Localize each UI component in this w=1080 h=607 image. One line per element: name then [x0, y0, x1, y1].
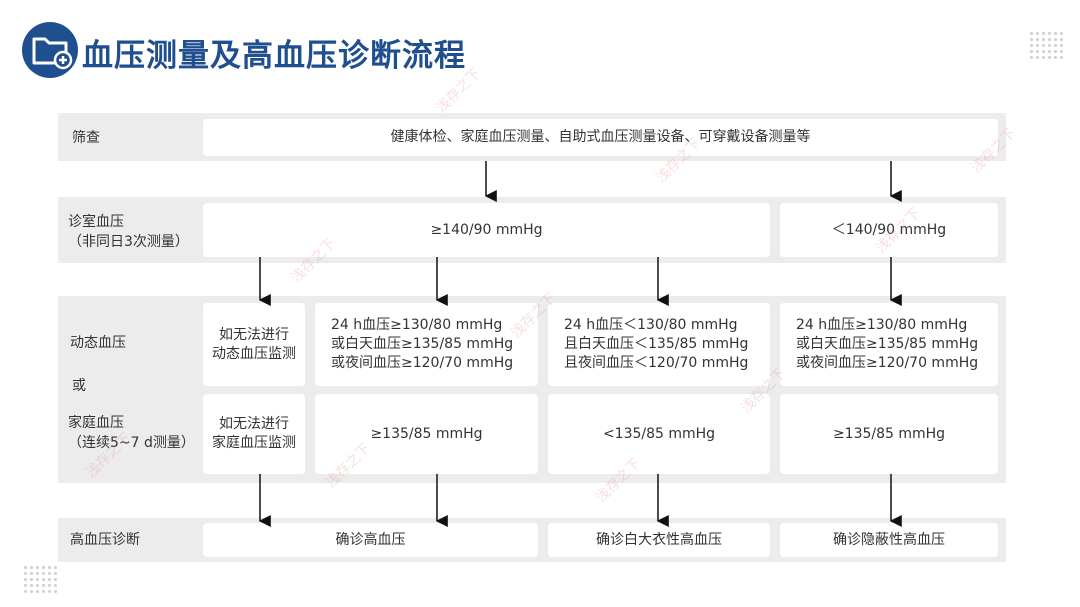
confirm-hypertension-box: 确诊高血压	[203, 523, 538, 557]
folder-add-icon	[22, 22, 78, 78]
home-bp-label: 家庭血压 （连续5~7 d测量）	[68, 415, 195, 451]
no-abpm-box: 如无法进行动态血压监测	[203, 303, 305, 386]
home-bp-high-box: ≥135/85 mmHg	[315, 394, 538, 474]
confirm-masked-box: 确诊隐蔽性高血压	[780, 523, 998, 557]
office-bp-high-box: ≥140/90 mmHg	[203, 203, 770, 257]
no-home-bp-box: 如无法进行家庭血压监测	[203, 394, 305, 474]
decorative-dots-bottom-left	[24, 566, 57, 593]
or-label: 或	[72, 378, 86, 394]
decorative-dots-top-right	[1030, 32, 1063, 59]
ambulatory-bp-label: 动态血压	[70, 335, 126, 351]
home-bp-masked-box: ≥135/85 mmHg	[780, 394, 998, 474]
home-bp-normal-box: <135/85 mmHg	[548, 394, 770, 474]
screening-label: 筛查	[72, 130, 100, 146]
office-bp-low-box: ＜140/90 mmHg	[780, 203, 998, 257]
diagnosis-label: 高血压诊断	[70, 532, 140, 548]
page-title: 血压测量及高血压诊断流程	[82, 38, 466, 74]
screening-methods-box: 健康体检、家庭血压测量、自助式血压测量设备、可穿戴设备测量等	[203, 119, 998, 156]
confirm-white-coat-box: 确诊白大衣性高血压	[548, 523, 770, 557]
office-bp-label: 诊室血压 （非同日3次测量）	[68, 214, 189, 250]
